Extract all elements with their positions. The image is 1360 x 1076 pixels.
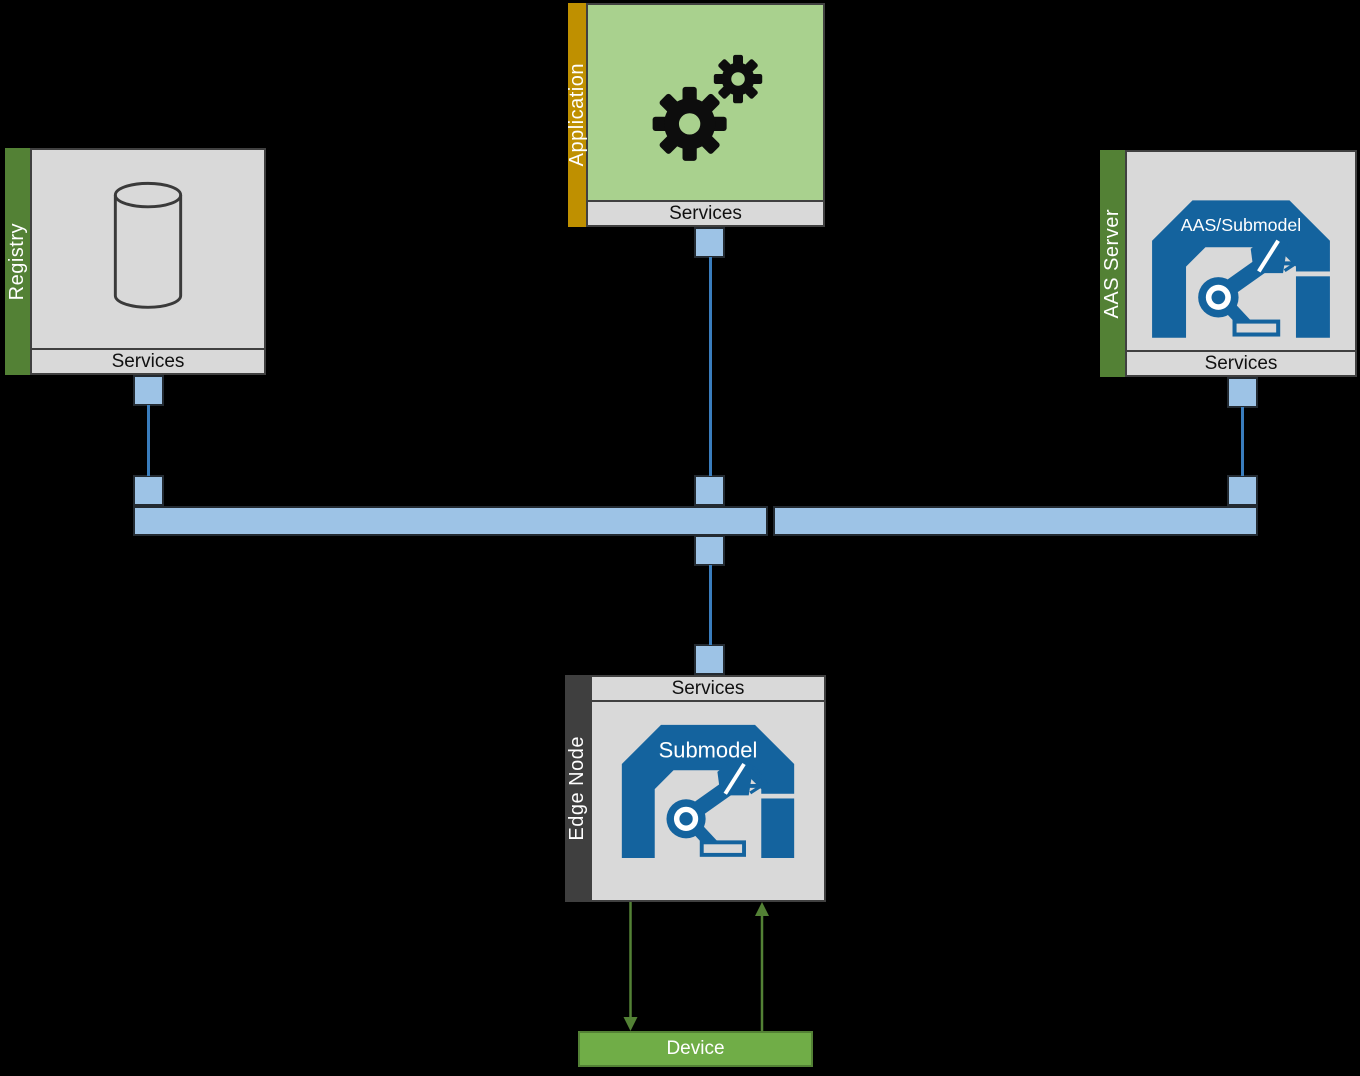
submodel-arch-robot-icon: Submodel bbox=[621, 724, 798, 858]
edge-node-label: Edge Node bbox=[566, 736, 588, 841]
arrow-up-head-icon bbox=[755, 902, 769, 916]
application-bus-link-line bbox=[709, 257, 712, 476]
aas-server-box: AAS/Submodel Services bbox=[1125, 150, 1357, 377]
device-box: Device bbox=[578, 1031, 813, 1067]
registry-bus-link-line bbox=[147, 405, 150, 476]
edge-device-arrows bbox=[623, 902, 769, 1031]
aas-server-label-bar: AAS Server bbox=[1100, 150, 1125, 377]
application-services-bar: Services bbox=[588, 200, 823, 225]
aas-server-port-connector bbox=[1227, 377, 1258, 408]
registry-module: Registry Services bbox=[5, 148, 266, 375]
bus-center-bottom-connector bbox=[694, 535, 725, 566]
submodel-icon-label: Submodel bbox=[659, 738, 758, 763]
application-port-connector bbox=[694, 227, 725, 258]
application-services-label: Services bbox=[669, 202, 742, 224]
registry-bus-connector bbox=[133, 475, 164, 506]
aas-server-services-bar: Services bbox=[1127, 350, 1355, 375]
device-label: Device bbox=[666, 1038, 725, 1059]
edge-node-port-connector bbox=[694, 644, 725, 675]
application-content bbox=[588, 5, 823, 200]
registry-label: Registry bbox=[6, 222, 28, 301]
arrow-down-head-icon bbox=[623, 1017, 638, 1031]
edge-node-services-label: Services bbox=[671, 677, 745, 699]
application-label: Application bbox=[565, 63, 588, 167]
application-label-bar: Application bbox=[565, 3, 588, 227]
edge-node-label-bar: Edge Node bbox=[565, 675, 590, 902]
edge-node-bus-link-line bbox=[709, 565, 712, 645]
aas-server-bus-link-line bbox=[1241, 407, 1244, 476]
aas-server-module: AAS Server AAS/Submodel bbox=[1100, 150, 1357, 377]
registry-box: Services bbox=[30, 148, 266, 375]
aas-server-bus-connector bbox=[1227, 475, 1258, 506]
aas-server-content: AAS/Submodel bbox=[1127, 152, 1355, 350]
aas-submodel-icon-label: AAS/Submodel bbox=[1181, 215, 1301, 235]
bus-center-top-connector bbox=[694, 475, 725, 506]
registry-services-bar: Services bbox=[32, 348, 264, 373]
aas-server-services-label: Services bbox=[1204, 352, 1278, 374]
database-cylinder-icon bbox=[113, 181, 183, 309]
registry-port-connector bbox=[133, 375, 164, 406]
application-module: Application bbox=[565, 3, 825, 227]
gears-icon bbox=[652, 54, 762, 161]
edge-node-content: Submodel bbox=[592, 702, 824, 900]
service-bus-right-segment bbox=[773, 506, 1258, 536]
registry-services-label: Services bbox=[111, 350, 185, 372]
application-box: Services bbox=[586, 3, 825, 227]
edge-node-module: Edge Node Services bbox=[565, 675, 826, 902]
service-bus-left-segment bbox=[133, 506, 768, 536]
edge-node-services-bar: Services bbox=[592, 677, 824, 702]
registry-label-bar: Registry bbox=[5, 148, 30, 375]
edge-node-box: Services Submodel bbox=[590, 675, 826, 902]
registry-content bbox=[32, 150, 264, 348]
aas-submodel-arch-robot-icon: AAS/Submodel bbox=[1152, 200, 1334, 338]
aas-server-label: AAS Server bbox=[1101, 208, 1123, 319]
